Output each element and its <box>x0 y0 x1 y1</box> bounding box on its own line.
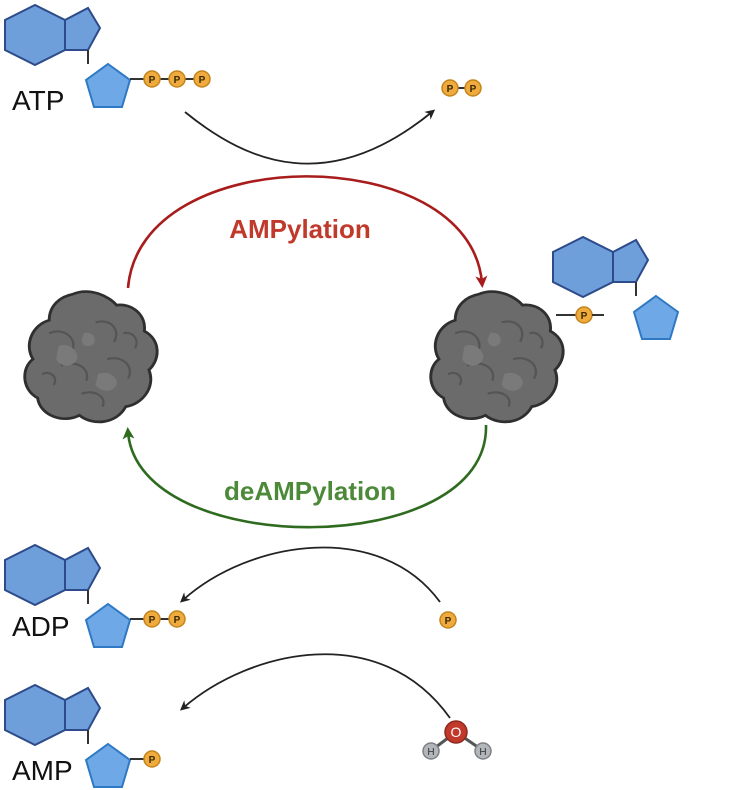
phosphate-group: P <box>441 79 459 97</box>
phosphate-group: P <box>143 610 161 628</box>
phosphate-group: P <box>464 79 482 97</box>
svg-text:P: P <box>199 75 206 86</box>
svg-text:P: P <box>581 311 588 322</box>
adp-molecule: P P ADP <box>4 544 186 648</box>
phosphate-group: P <box>168 610 186 628</box>
phosphate-group: P <box>143 70 161 88</box>
amp-label: AMP <box>12 755 73 786</box>
svg-text:O: O <box>451 724 462 740</box>
phosphate-group: P <box>193 70 211 88</box>
water-molecule: O H H <box>422 720 492 760</box>
svg-text:P: P <box>447 84 454 95</box>
svg-text:H: H <box>427 747 434 758</box>
svg-text:P: P <box>149 615 156 626</box>
adp-label: ADP <box>12 611 70 642</box>
hydrogen-atom <box>474 742 492 760</box>
svg-text:P: P <box>174 615 181 626</box>
water-to-amp-arrow <box>179 653 451 719</box>
free-phosphate: P <box>439 611 457 629</box>
hydrogen-atom <box>422 742 440 760</box>
svg-text:H: H <box>479 747 486 758</box>
pyrophosphate: P P <box>441 79 482 97</box>
svg-text:P: P <box>470 84 477 95</box>
protein-ampylated <box>429 290 565 424</box>
deampylation-arrow <box>122 424 488 529</box>
phosphate-group: P <box>575 306 593 324</box>
attached-amp-group: P <box>552 236 679 340</box>
oxygen-atom <box>444 720 468 744</box>
svg-text:P: P <box>445 616 452 627</box>
svg-text:P: P <box>149 755 156 766</box>
ampylation-arrow <box>126 175 488 289</box>
protein-unmodified <box>23 290 159 424</box>
phosphate-group: P <box>143 750 161 768</box>
amp-molecule: P AMP <box>4 684 161 788</box>
phosphate-group: P <box>168 70 186 88</box>
svg-text:P: P <box>149 75 156 86</box>
phosphate-to-adp-arrow <box>180 546 441 603</box>
atp-label: ATP <box>12 85 64 116</box>
svg-text:P: P <box>174 75 181 86</box>
atp-molecule: P P P ATP <box>4 4 211 116</box>
atp-to-pyrophosphate-arrow <box>184 109 436 165</box>
ampylation-label: AMPylation <box>229 214 371 244</box>
deampylation-label: deAMPylation <box>224 476 396 506</box>
